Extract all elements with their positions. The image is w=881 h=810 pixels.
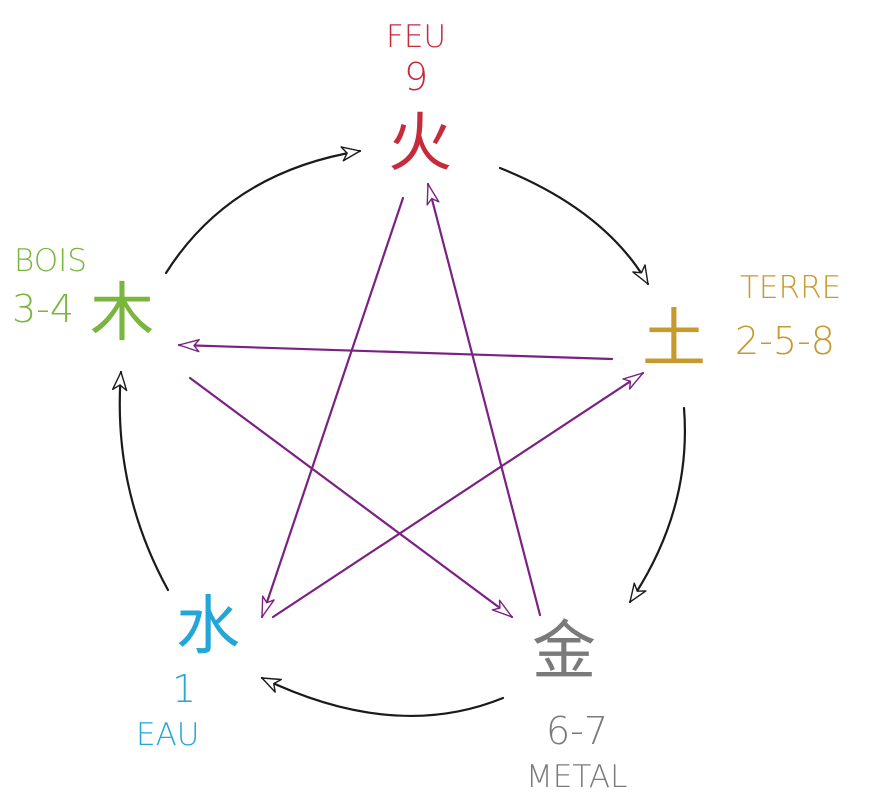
fire-name: FEU	[386, 19, 447, 55]
arrow-metal-to-water	[260, 676, 505, 718]
arrow-earth-to-water	[188, 376, 514, 619]
water-character: 水	[176, 590, 240, 664]
fire-number: 9	[404, 55, 429, 99]
arrow-wood-to-earth	[177, 338, 614, 361]
wood-name: BOIS	[14, 243, 87, 279]
earth-number: 2-5-8	[735, 319, 835, 363]
water-number: 1	[172, 667, 197, 711]
wood-character: 木	[90, 277, 154, 351]
metal-name: METAL	[526, 759, 628, 795]
earth-name: TERRE	[740, 270, 842, 306]
metal-character: 金	[532, 615, 596, 689]
earth-character: 土	[642, 303, 706, 377]
fire-character: 火	[388, 107, 452, 181]
arrow-water-to-wood	[111, 370, 170, 592]
arrow-metal-to-wood	[426, 182, 542, 617]
arrow-water-to-fire	[271, 371, 645, 619]
metal-number: 6-7	[546, 709, 609, 753]
generating-cycle	[111, 146, 686, 718]
arrow-fire-to-earth	[498, 166, 650, 286]
wood-number: 3-4	[12, 287, 75, 331]
arrow-wood-to-fire	[164, 146, 362, 275]
controlling-cycle	[177, 182, 645, 619]
water-name: EAU	[136, 717, 200, 753]
arrow-fire-to-metal	[260, 196, 405, 619]
arrow-earth-to-metal	[628, 406, 686, 604]
